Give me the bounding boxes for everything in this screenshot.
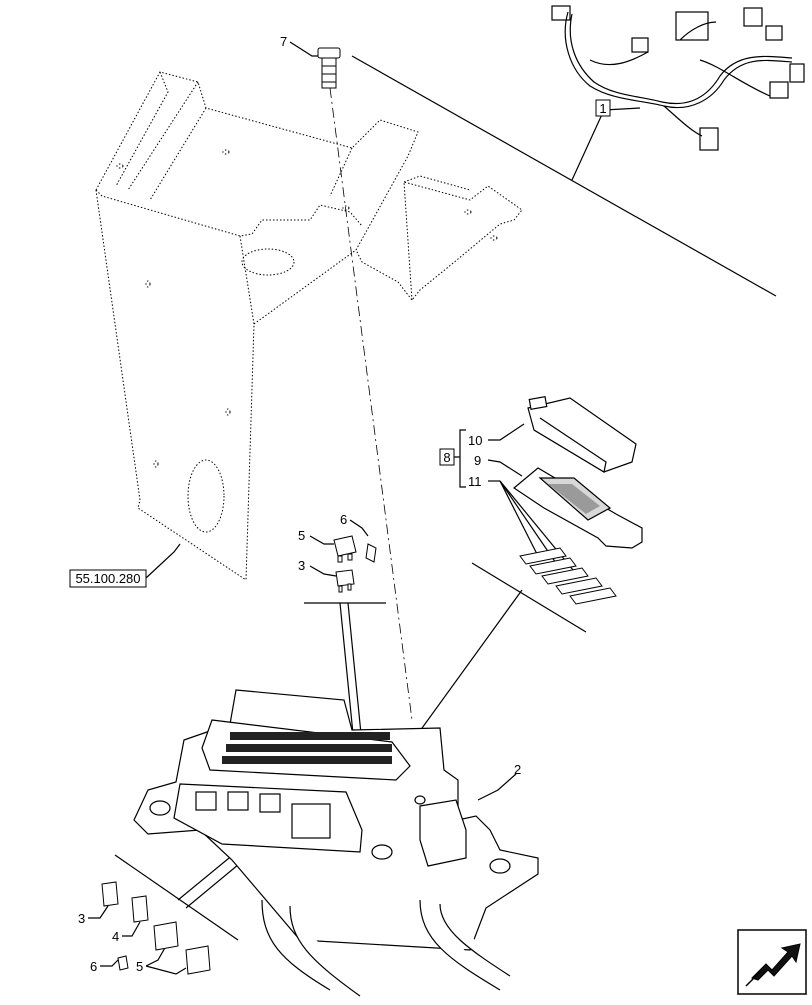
fuse-relay-box xyxy=(133,689,539,997)
callout-5-top: 5 xyxy=(298,528,305,543)
fuse-mini-top xyxy=(335,569,355,593)
callout-4: 4 xyxy=(112,929,119,944)
callout-box-1: 1 xyxy=(595,99,611,117)
callout-3-top: 3 xyxy=(298,558,305,573)
fuse-maxi-bottom xyxy=(185,945,211,975)
callout-6-top: 6 xyxy=(340,512,347,527)
mounting-bracket xyxy=(95,71,523,581)
next-page-arrow-icon[interactable] xyxy=(737,929,807,995)
callout-6-bottom: 6 xyxy=(90,959,97,974)
callout-5-bottom: 5 xyxy=(136,959,143,974)
wiring-harness xyxy=(551,5,805,151)
callout-7: 7 xyxy=(280,34,287,49)
callout-11: 11 xyxy=(468,474,482,489)
callout-box-8: 8 xyxy=(439,448,455,466)
terminals xyxy=(519,547,617,605)
callout-10: 10 xyxy=(468,433,482,448)
bolt-axis-line xyxy=(329,87,413,721)
relay-box-base xyxy=(512,467,643,549)
fuse-clip-bottom xyxy=(117,955,129,971)
fuse-clip-top xyxy=(365,543,377,563)
reference-box: 55.100.280 xyxy=(69,569,147,588)
fuse-large-bottom xyxy=(153,921,179,951)
fuse-large-top xyxy=(333,535,357,563)
fuse-slot-grid xyxy=(222,732,392,764)
fuse-mini-bottom xyxy=(101,881,119,907)
callout-8: 8 xyxy=(443,450,450,465)
callout-2: 2 xyxy=(514,762,521,777)
bolt xyxy=(317,47,341,89)
item-8-bracket xyxy=(454,429,466,488)
callout-9: 9 xyxy=(474,453,481,468)
fuse-medium-bottom xyxy=(131,895,149,923)
callout-3-bottom: 3 xyxy=(78,911,85,926)
relay-box-cover xyxy=(527,395,637,473)
callout-1: 1 xyxy=(599,101,606,116)
reference-label: 55.100.280 xyxy=(75,571,140,586)
